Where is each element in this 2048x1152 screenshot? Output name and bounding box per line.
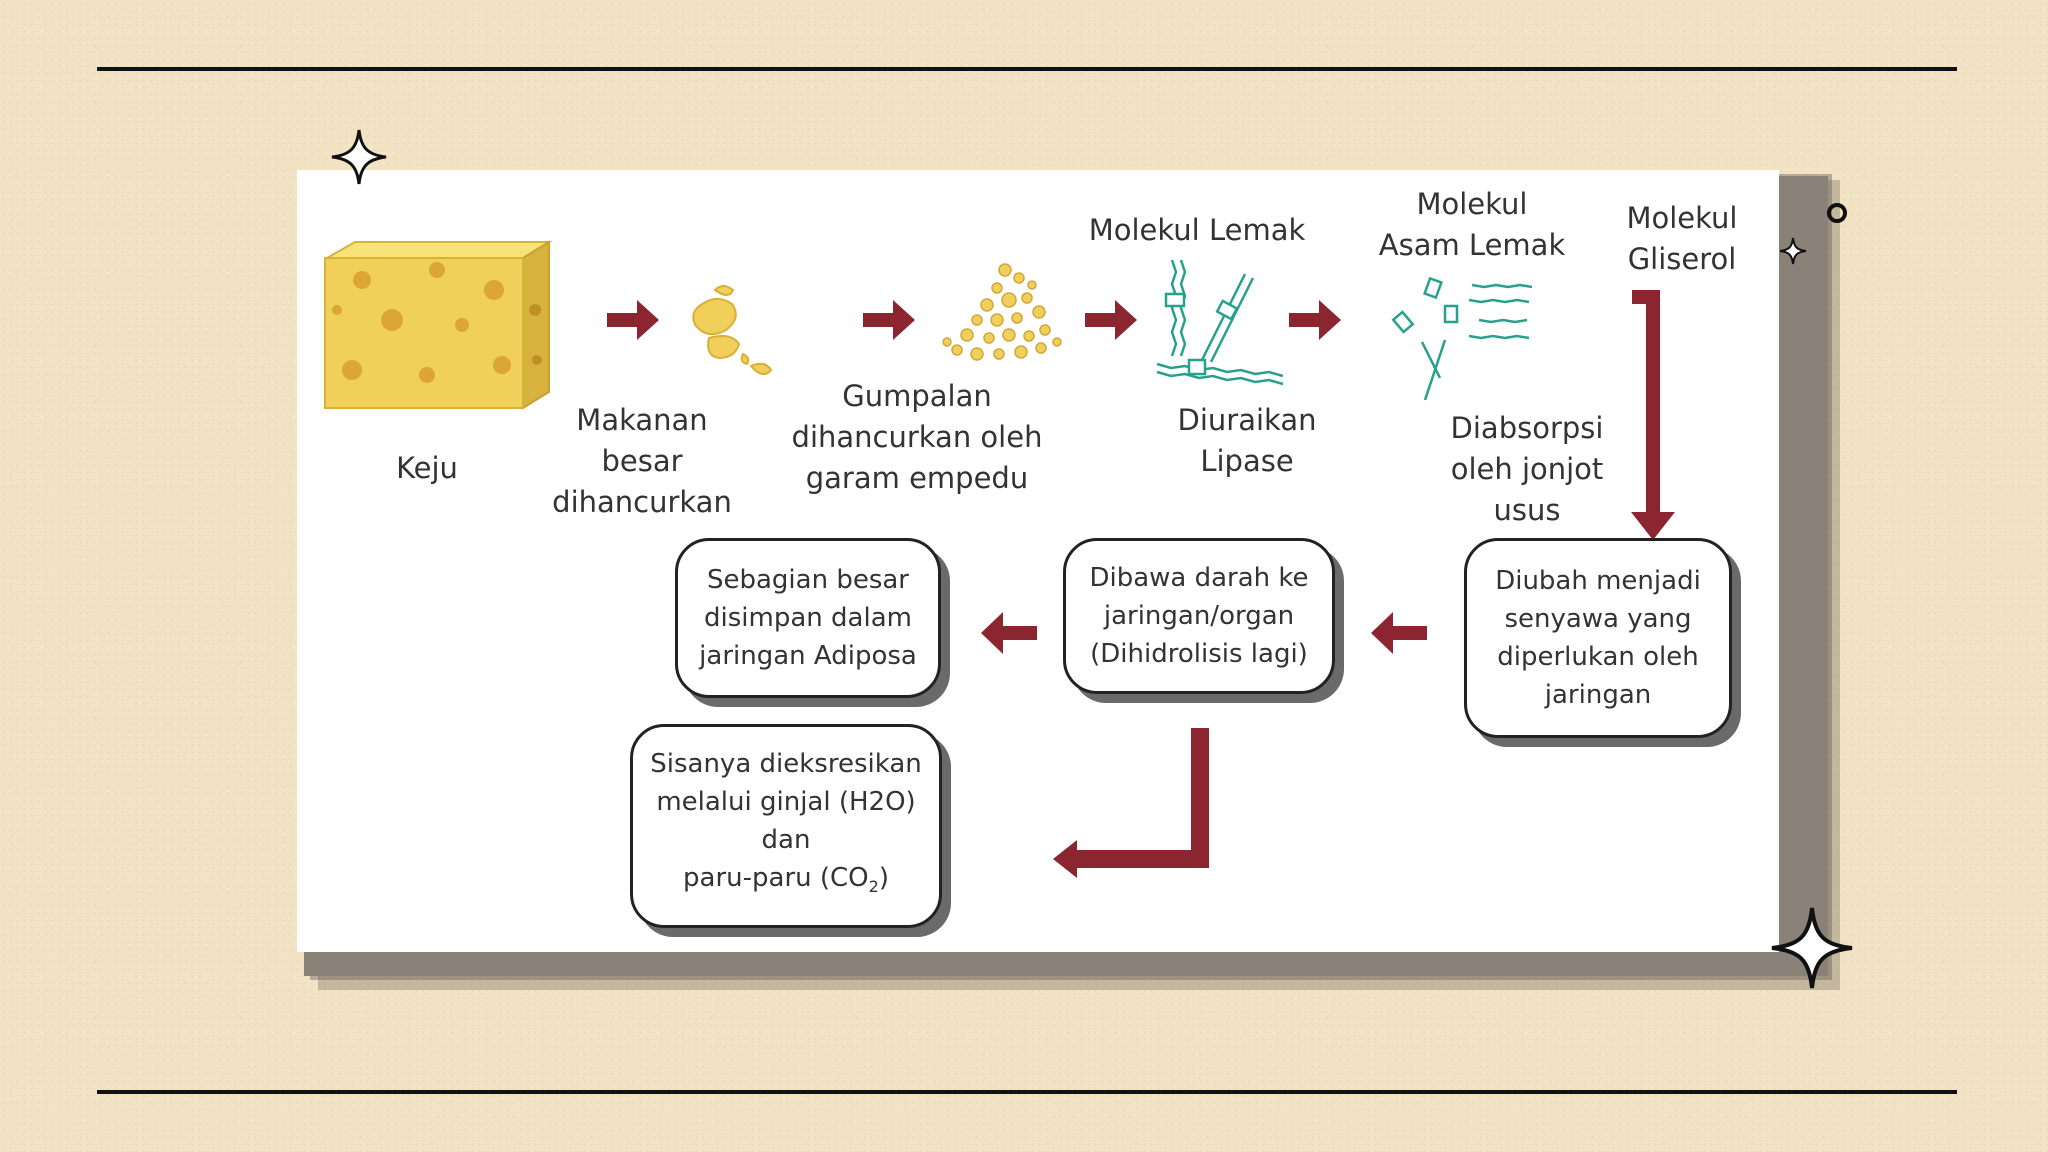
label-gumpalan: Gumpalan dihancurkan oleh garam empedu bbox=[791, 379, 1043, 495]
sparkle-star-icon bbox=[1771, 907, 1853, 989]
fatty-acid-molecule-icon bbox=[1391, 276, 1533, 401]
box-sisanya: Sisanya dieksresikan melalui ginjal (H2O… bbox=[630, 724, 942, 928]
sparkle-star-icon bbox=[1779, 237, 1807, 265]
fat-molecule-icon bbox=[1156, 259, 1284, 386]
sparkle-star-icon bbox=[331, 129, 387, 185]
box-sebagian: Sebagian besar disimpan dalam jaringan A… bbox=[675, 538, 941, 698]
arrow-right-1 bbox=[607, 300, 659, 340]
label-diabsorpsi: Diabsorpsi oleh jonjot usus bbox=[1450, 411, 1604, 527]
box-diubah: Diubah menjadi senyawa yang diperlukan o… bbox=[1464, 538, 1732, 738]
cheese-chunks-icon bbox=[692, 285, 773, 376]
arrow-right-3 bbox=[1085, 300, 1137, 340]
label-keju: Keju bbox=[396, 451, 458, 485]
cheese-crumbs-icon bbox=[942, 263, 1062, 361]
label-asam-lemak: Molekul Asam Lemak bbox=[1378, 187, 1566, 262]
label-molekul-lemak: Molekul Lemak bbox=[1088, 213, 1306, 247]
cheese-icon bbox=[323, 240, 553, 410]
top-rule bbox=[97, 67, 1957, 71]
ring-icon bbox=[1827, 203, 1847, 223]
bottom-rule bbox=[97, 1090, 1957, 1094]
arrow-right-4 bbox=[1289, 300, 1341, 340]
arrow-elbow bbox=[1053, 728, 1209, 878]
label-makanan-besar: Makanan besar dihancurkan bbox=[552, 403, 732, 519]
label-diuraikan-lipase: Diuraikan Lipase bbox=[1177, 403, 1317, 478]
sisanya-line-2: melalui ginjal (H2O) bbox=[656, 787, 916, 818]
digestion-diagram: Keju Makanan besar dihancurkan Gumpalan … bbox=[297, 170, 1779, 952]
label-gliserol: Molekul Gliserol bbox=[1626, 201, 1738, 276]
arrow-left-1 bbox=[1371, 612, 1427, 654]
arrow-right-2 bbox=[863, 300, 915, 340]
arrow-left-2 bbox=[981, 612, 1037, 654]
sisanya-line-3: dan bbox=[761, 825, 811, 856]
sisanya-line-1: Sisanya dieksresikan bbox=[650, 749, 922, 780]
box-dibawa: Dibawa darah ke jaringan/organ (Dihidrol… bbox=[1063, 538, 1335, 694]
sisanya-line-4: paru-paru (CO2) bbox=[683, 863, 889, 897]
arrow-down bbox=[1631, 290, 1675, 540]
diagram-graphics bbox=[323, 240, 1675, 878]
